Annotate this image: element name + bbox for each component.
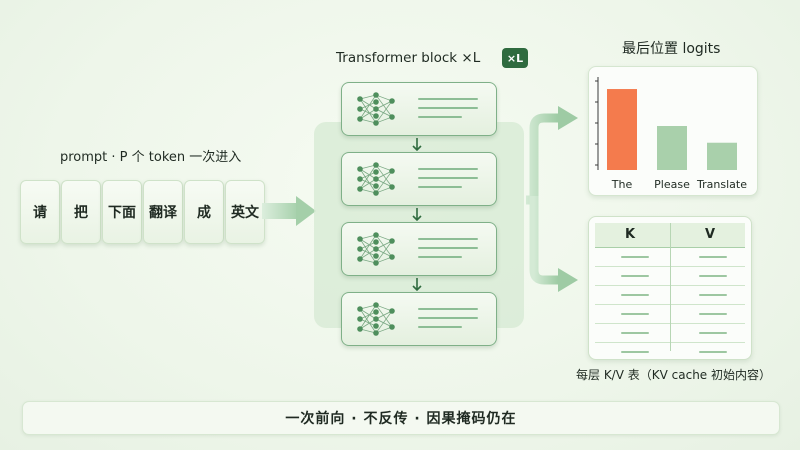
kv-column-divider: [670, 223, 671, 351]
kv-row: [595, 343, 745, 359]
summary-text: 一次前向 · 不反传 · 因果掩码仍在: [285, 411, 517, 427]
kv-cache-caption: 每层 K/V 表（KV cache 初始内容）: [576, 368, 771, 382]
summary-bar: 一次前向 · 不反传 · 因果掩码仍在: [22, 401, 780, 435]
neural-network-icon: [357, 232, 395, 266]
transformer-block: [341, 82, 497, 136]
transformer-block: [341, 292, 497, 346]
kv-header-k: K: [625, 227, 636, 242]
logit-bar-translate: [707, 142, 737, 170]
logit-bar-please: [657, 126, 687, 170]
down-arrow-icon: [411, 277, 423, 292]
neural-network-icon: [357, 92, 395, 126]
token-6: 英文: [225, 180, 265, 244]
token-4: 翻译: [143, 180, 183, 244]
down-arrow-icon: [411, 137, 423, 152]
transformer-title: Transformer block ×L: [336, 50, 481, 66]
transformer-block: [341, 222, 497, 276]
input-arrow: [262, 196, 316, 226]
logit-label-the: The: [611, 178, 633, 191]
logits-chart: The Please Translate: [588, 66, 758, 196]
kv-cache-table: K V: [588, 216, 752, 360]
logit-bar-the: [607, 89, 637, 170]
token-5: 成: [184, 180, 224, 244]
neural-network-icon: [357, 302, 395, 336]
neural-network-icon: [357, 162, 395, 196]
token-2: 把: [61, 180, 101, 244]
token-1: 请: [20, 180, 60, 244]
token-3: 下面: [102, 180, 142, 244]
layer-count-badge: ×L: [502, 48, 528, 68]
down-arrow-icon: [411, 207, 423, 222]
transformer-block: [341, 152, 497, 206]
output-arrows: [526, 106, 578, 292]
logit-label-translate: Translate: [696, 178, 747, 191]
kv-header-v: V: [705, 227, 716, 242]
logit-label-please: Please: [654, 178, 690, 191]
prompt-label: prompt · P 个 token 一次进入: [60, 150, 242, 165]
logits-title: 最后位置 logits: [622, 41, 721, 57]
